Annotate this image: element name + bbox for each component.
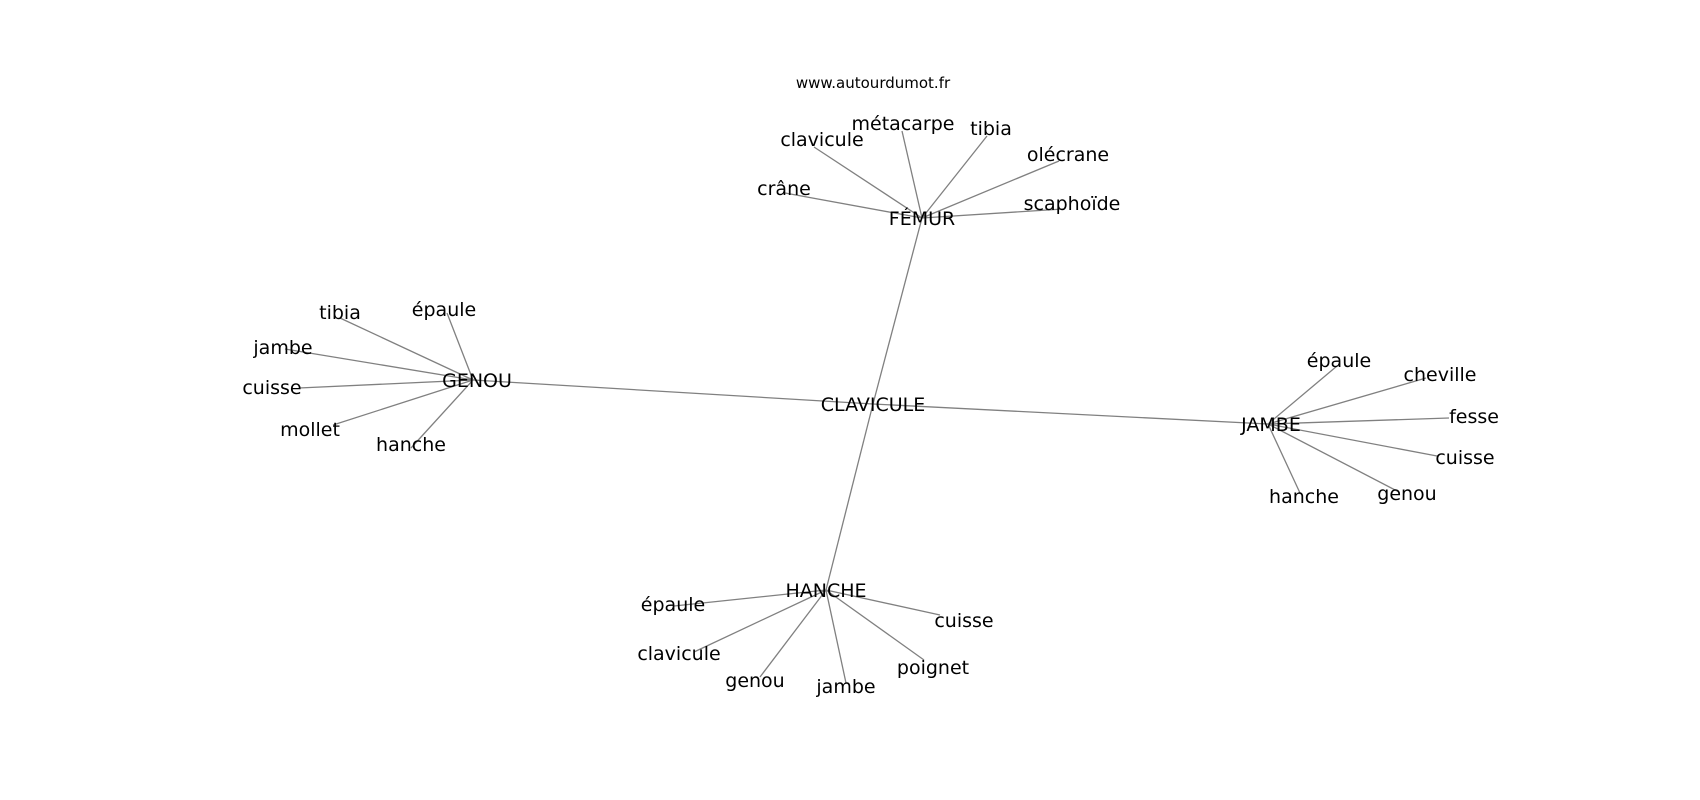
center-node-label[interactable]: CLAVICULE [821, 394, 925, 416]
edge-femur-1 [813, 146, 923, 219]
word-node-genou-3[interactable]: cuisse [242, 377, 301, 399]
edge-femur-5 [921, 208, 1064, 219]
edge-genou-2 [284, 348, 474, 381]
word-node-genou-2[interactable]: jambe [252, 337, 312, 359]
edge-hanche-5 [825, 589, 941, 616]
word-node-jambe-5[interactable]: hanche [1269, 486, 1339, 508]
word-node-genou-0[interactable]: tibia [319, 302, 361, 324]
word-node-genou-1[interactable]: épaule [412, 299, 476, 321]
edge-center-genou [472, 379, 874, 405]
edge-femur-3 [921, 135, 988, 219]
word-node-jambe-0[interactable]: épaule [1307, 350, 1371, 372]
word-node-femur-3[interactable]: tibia [970, 118, 1012, 140]
edge-jambe-0 [1267, 365, 1338, 425]
word-node-femur-5[interactable]: scaphoïde [1024, 193, 1121, 215]
edge-jambe-1 [1267, 377, 1427, 425]
word-node-hanche-4[interactable]: poignet [897, 657, 969, 679]
edges-layer [284, 130, 1450, 684]
word-node-femur-1[interactable]: clavicule [780, 129, 863, 151]
edge-jambe-2 [1267, 417, 1450, 425]
edge-hanche-2 [759, 589, 827, 678]
edge-jambe-5 [1267, 423, 1301, 494]
word-node-jambe-4[interactable]: genou [1377, 483, 1436, 505]
edge-hanche-0 [673, 589, 827, 607]
word-node-hanche-0[interactable]: épaule [641, 594, 705, 616]
edge-center-femur [872, 217, 923, 405]
edge-femur-2 [901, 130, 923, 219]
edge-femur-0 [784, 192, 923, 219]
edge-genou-5 [410, 379, 474, 449]
edge-femur-4 [921, 160, 1060, 219]
word-node-hanche-3[interactable]: jambe [815, 676, 875, 698]
word-node-femur-2[interactable]: métacarpe [852, 113, 955, 135]
word-node-hanche-2[interactable]: genou [725, 670, 784, 692]
word-node-jambe-1[interactable]: cheville [1404, 364, 1477, 386]
word-node-femur-0[interactable]: crâne [757, 178, 811, 200]
edge-genou-3 [298, 379, 474, 389]
edge-center-hanche [825, 403, 874, 591]
hub-node-jambe[interactable]: JAMBE [1240, 414, 1301, 436]
hub-node-femur[interactable]: FÉMUR [889, 207, 955, 230]
word-node-femur-4[interactable]: olécrane [1027, 144, 1109, 166]
edge-center-jambe [872, 403, 1269, 425]
edge-genou-1 [446, 312, 474, 381]
word-node-jambe-3[interactable]: cuisse [1435, 447, 1494, 469]
word-node-genou-5[interactable]: hanche [376, 434, 446, 456]
edge-hanche-1 [693, 589, 827, 653]
edge-jambe-4 [1267, 423, 1400, 493]
word-node-hanche-1[interactable]: clavicule [637, 643, 720, 665]
edge-hanche-4 [825, 589, 925, 661]
edge-jambe-3 [1267, 423, 1438, 457]
site-url: www.autourdumot.fr [796, 74, 951, 92]
edge-genou-0 [339, 317, 474, 381]
hub-node-hanche[interactable]: HANCHE [785, 580, 866, 602]
edge-hanche-3 [825, 589, 847, 684]
word-node-jambe-2[interactable]: fesse [1449, 406, 1499, 428]
edge-genou-4 [332, 379, 474, 426]
hub-node-genou[interactable]: GENOU [442, 370, 512, 392]
word-node-genou-4[interactable]: mollet [280, 419, 340, 441]
word-node-hanche-5[interactable]: cuisse [934, 610, 993, 632]
